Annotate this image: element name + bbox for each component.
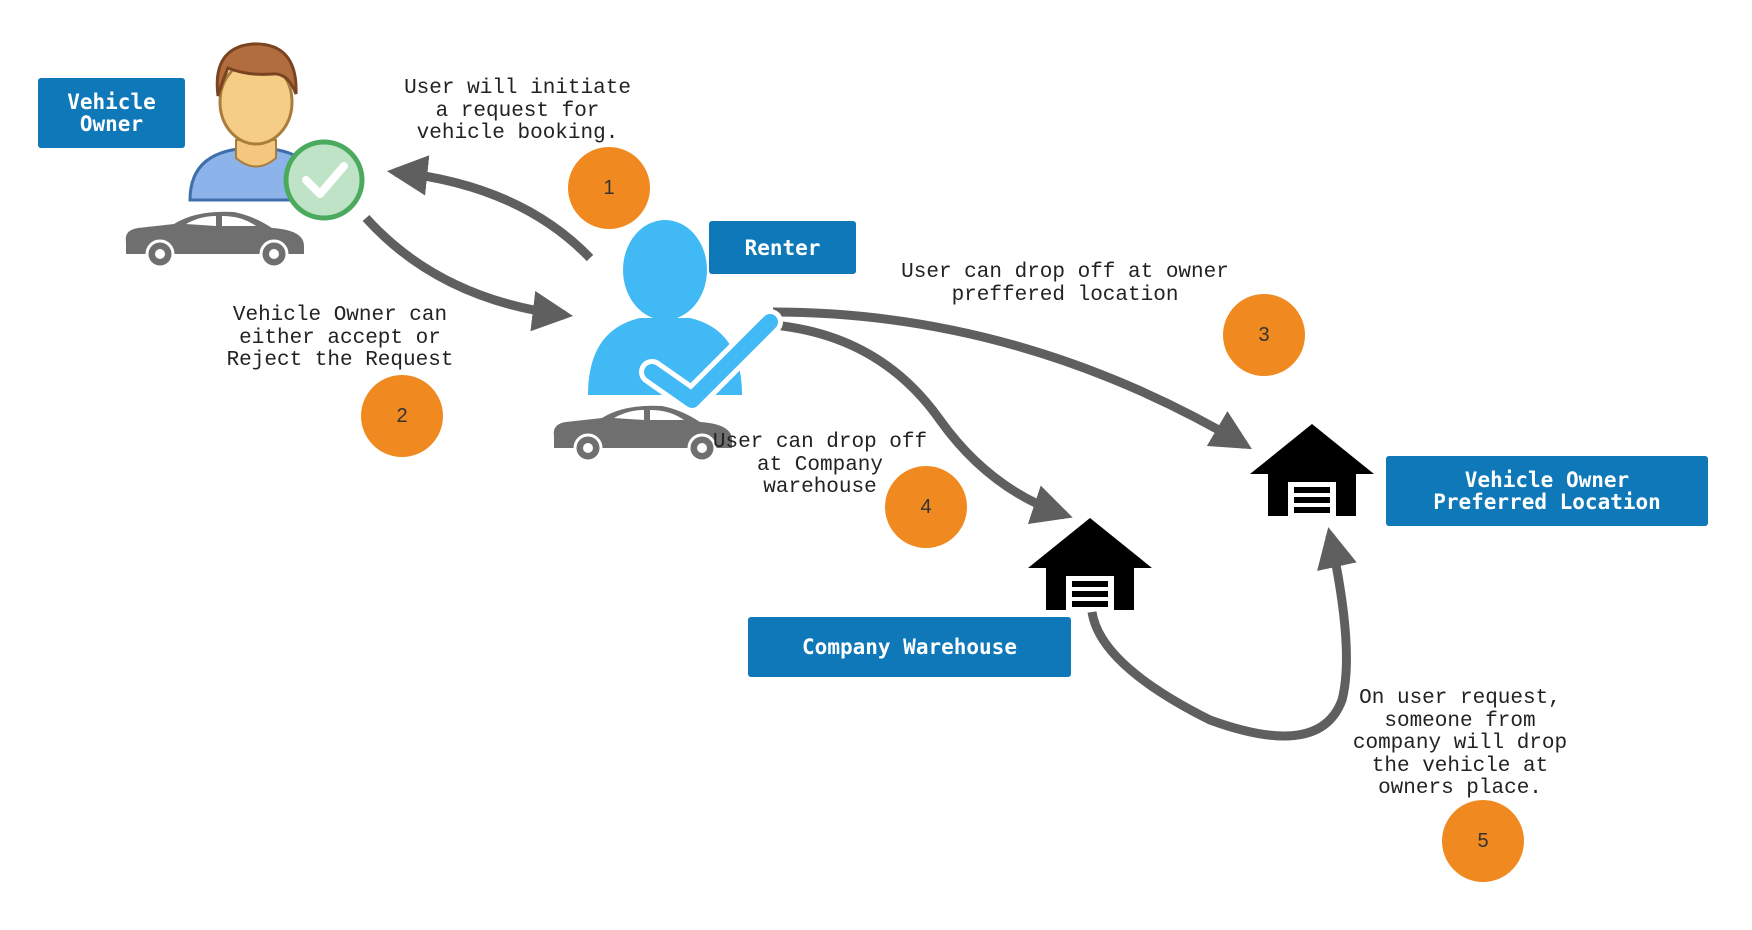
step4-badge: 4 <box>885 466 967 548</box>
renter-label: Renter <box>709 221 856 274</box>
step1-note: User will initiate a request for vehicle… <box>404 77 631 145</box>
step5-badge: 5 <box>1442 800 1524 882</box>
company-warehouse-label: Company Warehouse <box>748 617 1071 677</box>
arrow-warehouse-to-owner <box>1087 527 1357 741</box>
garage-icon <box>1028 518 1152 610</box>
car-icon <box>553 405 732 463</box>
arrow-response <box>362 214 574 332</box>
vehicle-owner-label: Vehicle Owner <box>38 78 185 148</box>
check-circle-icon <box>283 139 365 221</box>
arrow-request <box>386 155 594 262</box>
step2-note: Vehicle Owner can either accept or Rejec… <box>226 304 454 372</box>
step3-note: User can drop off at owner preffered loc… <box>901 261 1229 307</box>
arrow-to-warehouse <box>772 320 1073 524</box>
step5-note: On user request, someone from company wi… <box>1352 687 1568 800</box>
car-icon <box>125 211 304 269</box>
step4-note: User can drop off at Company warehouse <box>712 431 928 499</box>
step1-badge: 1 <box>568 147 650 229</box>
step3-badge: 3 <box>1223 294 1305 376</box>
arrow-to-owner-location <box>772 307 1252 450</box>
garage-icon <box>1250 424 1374 516</box>
owner-preferred-location-label: Vehicle Owner Preferred Location <box>1386 456 1708 526</box>
user-check-icon <box>588 220 783 413</box>
step2-badge: 2 <box>361 375 443 457</box>
